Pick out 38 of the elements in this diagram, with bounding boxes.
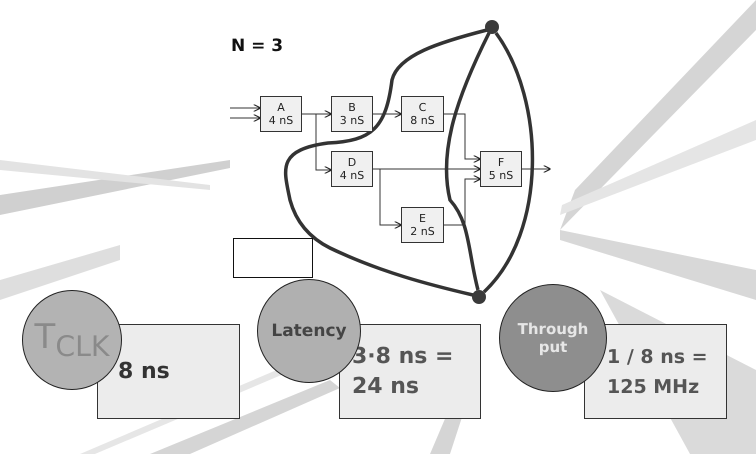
heading-label: N = 3 <box>231 36 284 56</box>
arrow <box>372 168 402 230</box>
process-box <box>331 96 373 132</box>
block-label: E <box>419 212 426 225</box>
arrow <box>230 104 262 112</box>
block-label: 5 nS <box>488 169 514 182</box>
block-label: 4 nS <box>340 169 364 182</box>
arrow <box>522 164 552 174</box>
arrow <box>444 114 482 164</box>
block-label: D <box>348 156 356 169</box>
block-label: F <box>498 156 504 169</box>
process-box <box>401 207 444 243</box>
result-text: 1 / 8 ns = 125 MHz <box>607 344 709 400</box>
process-box <box>331 151 373 187</box>
process-box <box>480 151 522 187</box>
pipeline-cut-line <box>482 32 534 294</box>
empty-box <box>233 238 313 278</box>
circle-label: Through put <box>516 320 590 356</box>
block-label: A <box>277 101 285 114</box>
process-box <box>401 96 444 132</box>
arrow <box>372 110 402 118</box>
arrow <box>230 114 262 122</box>
pipeline-cut-dot <box>485 20 499 34</box>
pipeline-cut-line <box>284 28 488 297</box>
block-label: 3 nS <box>340 114 364 127</box>
block-label: 2 nS <box>410 225 435 238</box>
block-label: 8 nS <box>410 114 435 127</box>
result-text: 3·8 ns = 24 ns <box>352 342 454 400</box>
process-box <box>260 96 302 132</box>
result-text: 8 ns <box>118 358 170 386</box>
pipeline-cut-line <box>444 32 491 290</box>
block-label: C <box>418 101 426 114</box>
pipeline-cut-dot <box>472 290 486 304</box>
arrow <box>302 114 332 174</box>
arrow <box>444 174 482 226</box>
block-label: 4 nS <box>268 114 294 127</box>
block-label: B <box>348 101 356 114</box>
circle-label: Latency <box>271 320 347 342</box>
